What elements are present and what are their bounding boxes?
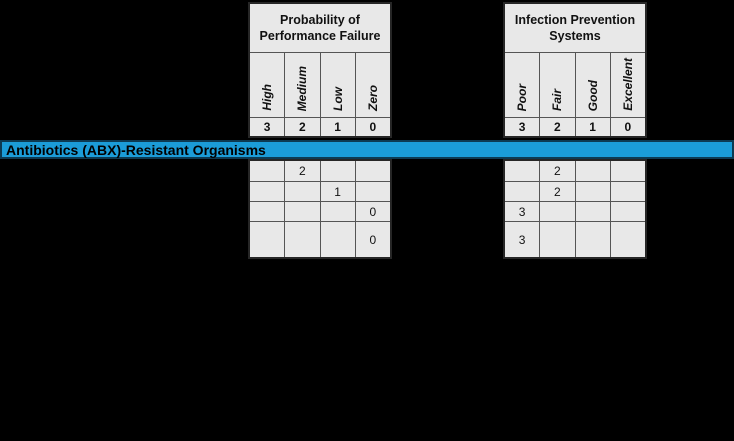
data-cell: 2	[285, 161, 320, 181]
col-label-poor-text: Poor	[515, 83, 530, 111]
col-score-low: 1	[320, 118, 355, 136]
data-cell	[250, 161, 285, 181]
data-cell	[575, 202, 610, 221]
col-label-good-text: Good	[585, 79, 600, 111]
data-cell	[320, 222, 355, 257]
data-cell	[610, 202, 645, 221]
data-cell	[505, 161, 540, 181]
col-label-medium: Medium	[285, 53, 320, 117]
data-cell: 1	[320, 182, 355, 201]
data-cell	[355, 161, 390, 181]
col-score-high: 3	[250, 118, 285, 136]
data-cell	[575, 222, 610, 257]
table-probability-of-performance-failure-rows: 2 1 0 0	[248, 159, 392, 259]
data-cell	[610, 161, 645, 181]
col-label-poor: Poor	[505, 53, 540, 117]
table-title: Infection Prevention Systems	[505, 4, 645, 52]
data-cell	[575, 182, 610, 201]
col-label-zero-text: Zero	[365, 84, 380, 111]
data-cell	[610, 182, 645, 201]
data-cell	[250, 222, 285, 257]
data-cell	[250, 202, 285, 221]
col-label-zero: Zero	[355, 53, 390, 117]
col-label-fair: Fair	[540, 53, 575, 117]
data-cell	[610, 222, 645, 257]
data-cell: 3	[505, 222, 540, 257]
data-cell: 2	[540, 182, 575, 201]
col-label-excellent-text: Excellent	[620, 58, 635, 111]
data-cell	[250, 182, 285, 201]
table-title: Probability of Performance Failure	[250, 4, 390, 52]
col-label-high: High	[250, 53, 285, 117]
data-cell	[540, 202, 575, 221]
category-banner-label: Antibiotics (ABX)-Resistant Organisms	[6, 141, 266, 158]
table-infection-prevention-systems-rows: 2 2 3 3	[503, 159, 647, 259]
category-banner: Antibiotics (ABX)-Resistant Organisms	[0, 140, 734, 159]
col-score-good: 1	[575, 118, 610, 136]
data-cell: 0	[355, 202, 390, 221]
col-label-low-text: Low	[330, 87, 345, 111]
col-label-medium-text: Medium	[295, 65, 310, 111]
data-cell: 3	[505, 202, 540, 221]
data-cell	[320, 161, 355, 181]
col-label-low: Low	[320, 53, 355, 117]
col-label-excellent: Excellent	[610, 53, 645, 117]
col-label-good: Good	[575, 53, 610, 117]
col-score-poor: 3	[505, 118, 540, 136]
data-cell: 0	[355, 222, 390, 257]
data-cell	[355, 182, 390, 201]
data-cell	[285, 202, 320, 221]
data-cell	[540, 222, 575, 257]
col-score-medium: 2	[285, 118, 320, 136]
col-score-fair: 2	[540, 118, 575, 136]
data-cell	[505, 182, 540, 201]
table-probability-of-performance-failure: Probability of Performance Failure High …	[248, 2, 392, 138]
data-cell	[285, 222, 320, 257]
data-cell	[285, 182, 320, 201]
data-cell: 2	[540, 161, 575, 181]
col-label-high-text: High	[260, 84, 275, 111]
col-score-zero: 0	[355, 118, 390, 136]
data-cell	[575, 161, 610, 181]
data-cell	[320, 202, 355, 221]
table-infection-prevention-systems: Infection Prevention Systems Poor Fair G…	[503, 2, 647, 138]
col-label-fair-text: Fair	[550, 88, 565, 111]
col-score-excellent: 0	[610, 118, 645, 136]
